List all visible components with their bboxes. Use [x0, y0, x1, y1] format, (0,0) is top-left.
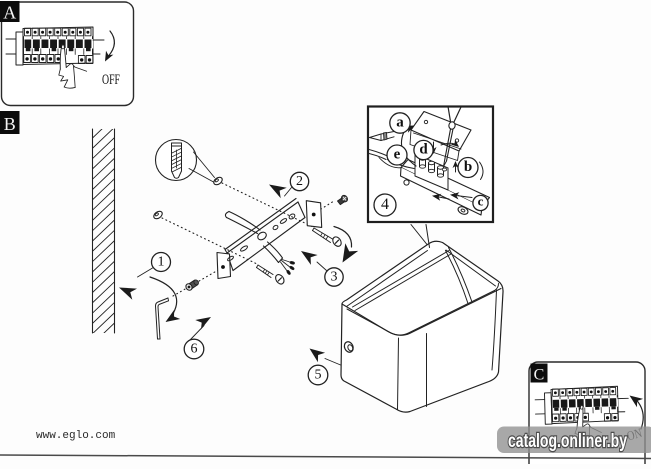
svg-text:A: A	[3, 3, 16, 23]
svg-text:d: d	[419, 141, 428, 157]
svg-text:C: C	[534, 367, 545, 384]
svg-text:1: 1	[158, 254, 165, 269]
svg-text:4: 4	[381, 196, 389, 213]
svg-text:B: B	[4, 114, 16, 134]
svg-text:c: c	[478, 194, 484, 209]
svg-text:2: 2	[296, 174, 303, 189]
svg-text:e: e	[394, 147, 401, 163]
svg-text:b: b	[464, 159, 472, 175]
svg-text:3: 3	[331, 269, 338, 284]
svg-text:OFF: OFF	[102, 72, 120, 88]
svg-text:6: 6	[191, 342, 198, 357]
svg-text:www.eglo.com: www.eglo.com	[36, 430, 116, 442]
svg-text:5: 5	[315, 368, 322, 383]
svg-text:a: a	[396, 115, 404, 131]
svg-text:catalog.onliner.by: catalog.onliner.by	[508, 431, 627, 452]
